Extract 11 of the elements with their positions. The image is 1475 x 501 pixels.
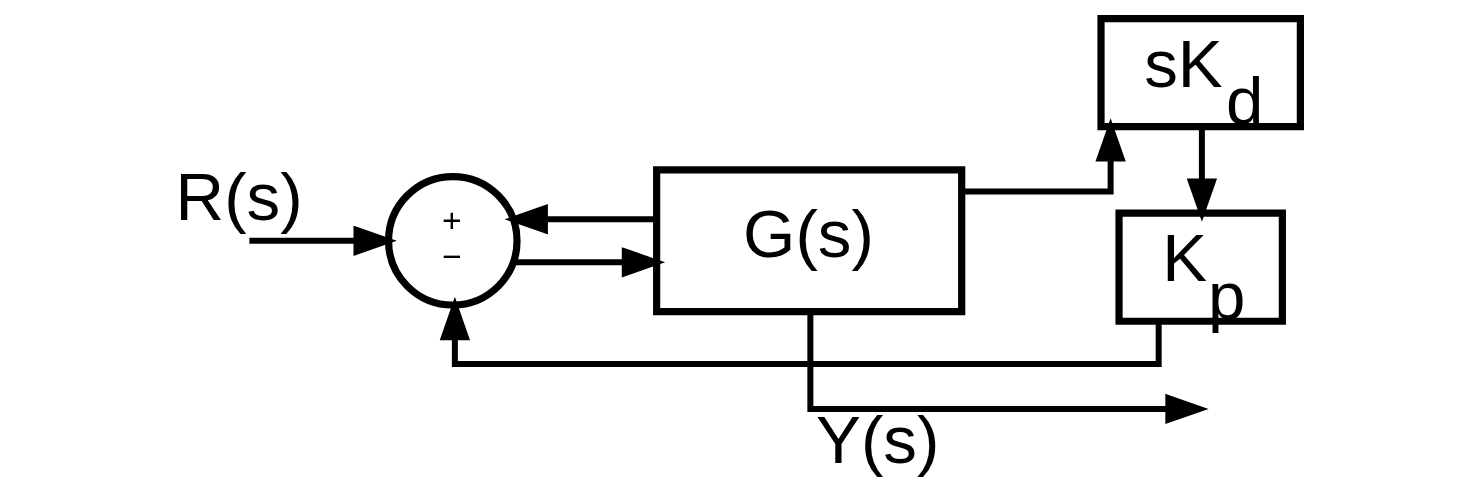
arrow bbox=[504, 203, 656, 234]
arrow bbox=[806, 311, 1209, 424]
edge-label: Y(s) bbox=[815, 401, 939, 477]
node-box: G(s) bbox=[652, 165, 965, 315]
arrow bbox=[962, 117, 1126, 195]
arrow bbox=[513, 246, 665, 277]
arrow bbox=[1186, 126, 1217, 222]
arrow bbox=[439, 296, 1162, 367]
node-circle: + − bbox=[384, 172, 521, 309]
arrow bbox=[248, 225, 397, 256]
edge-label: R(s) bbox=[175, 158, 303, 234]
